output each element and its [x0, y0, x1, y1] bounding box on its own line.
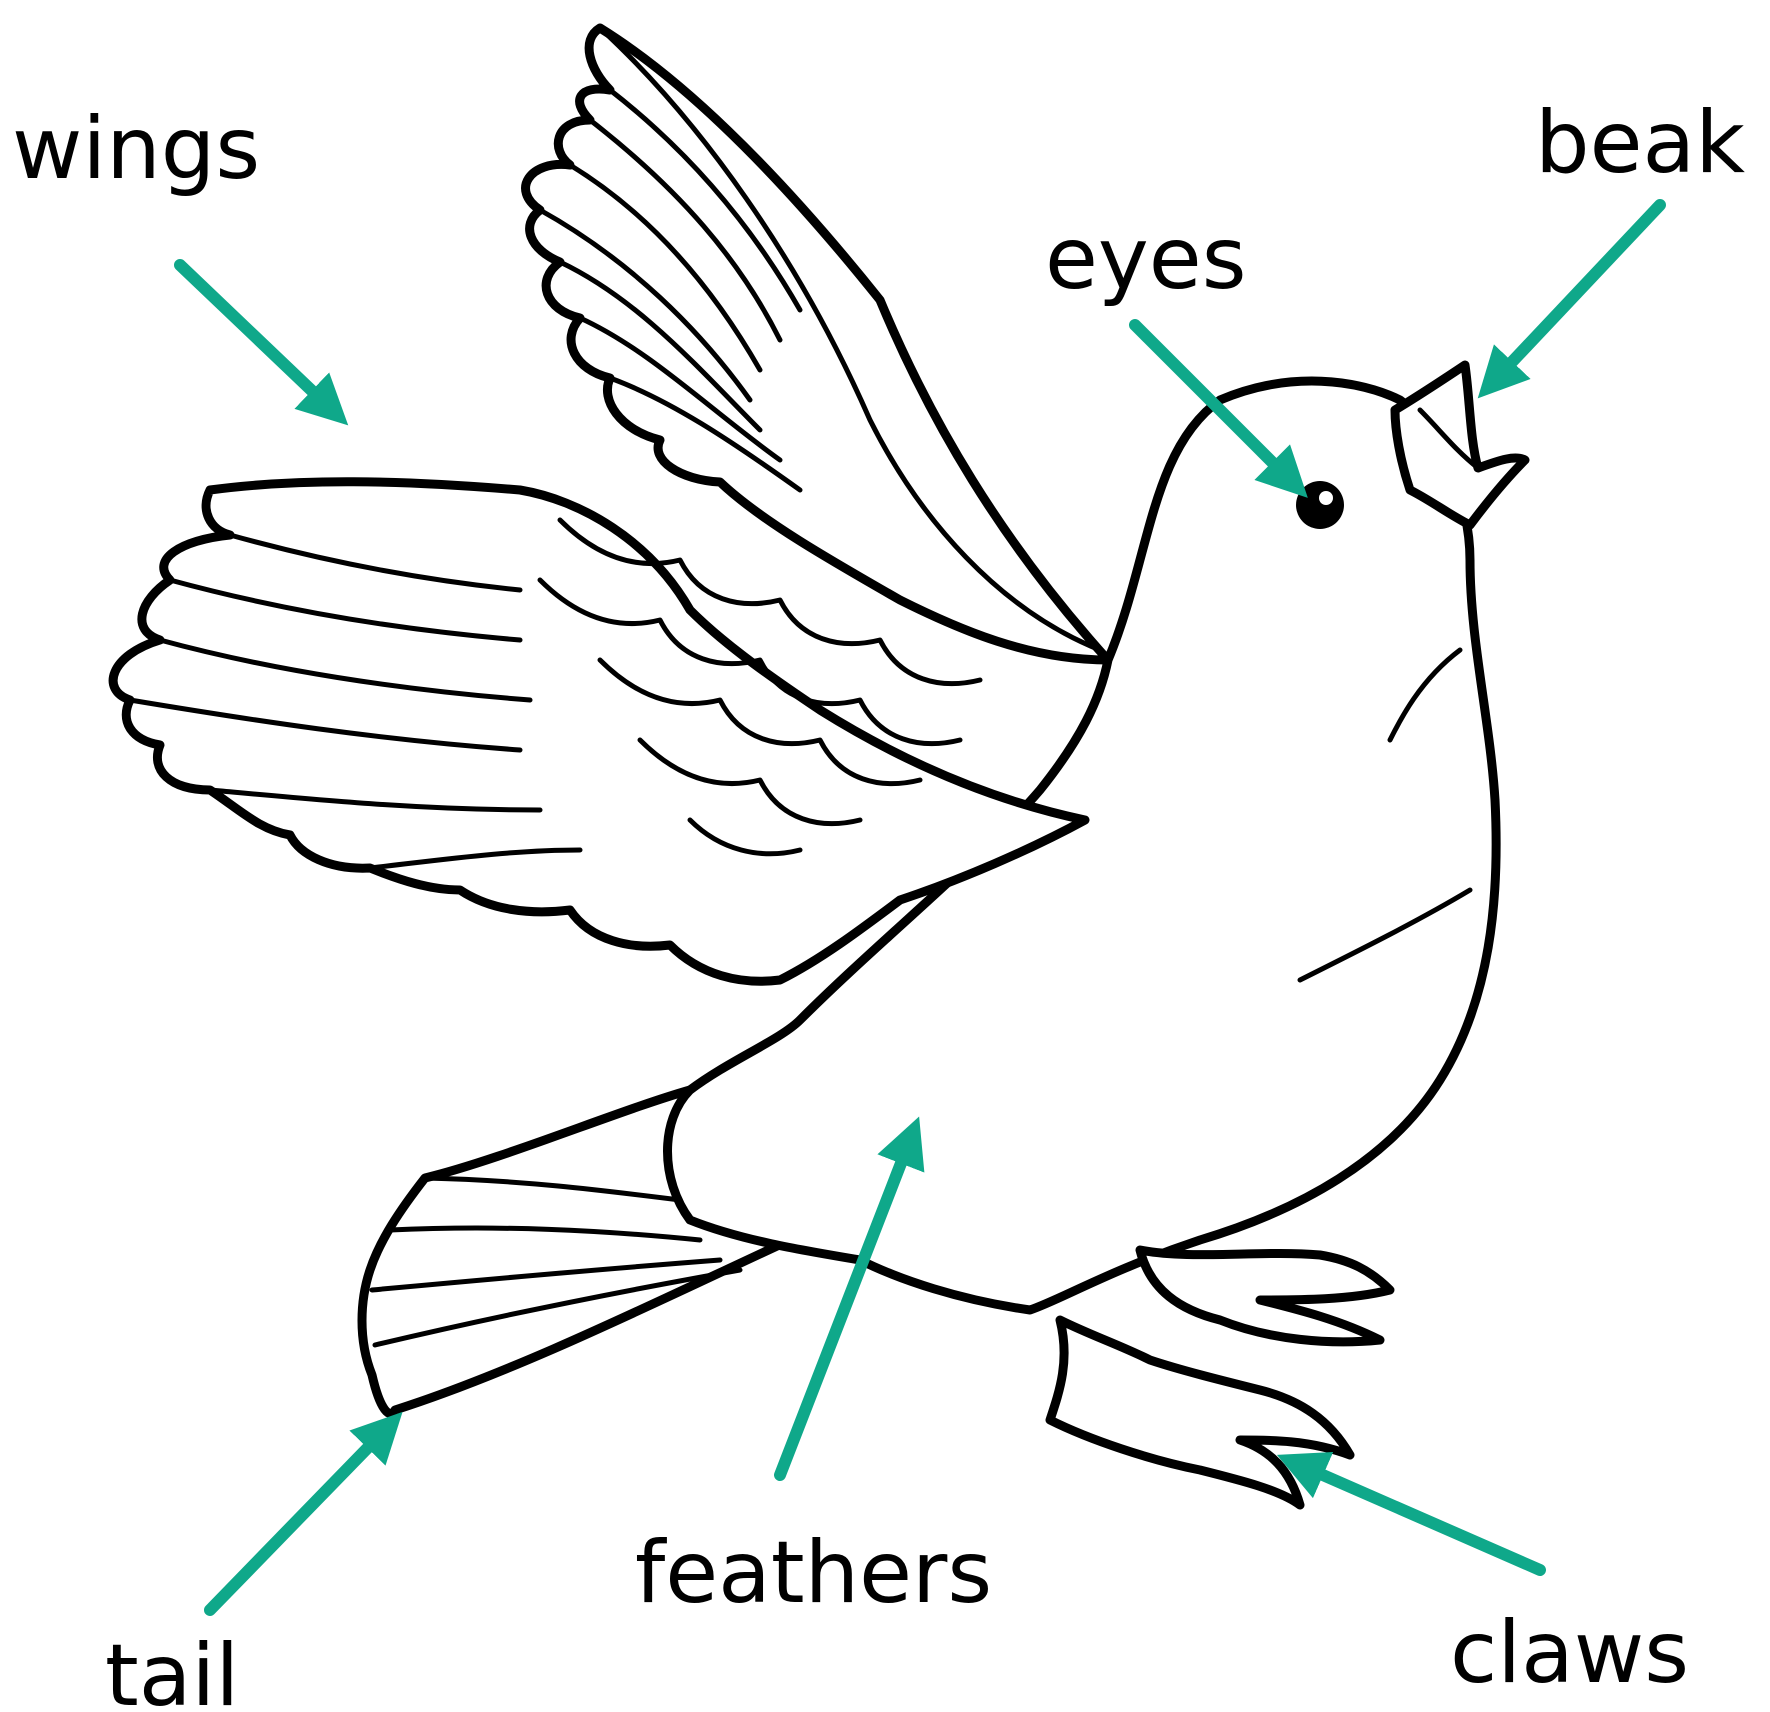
beak-arrow	[1495, 205, 1660, 380]
bird-illustration	[113, 28, 1525, 1505]
upper-foot	[1140, 1250, 1390, 1342]
label-eyes: eyes	[1045, 209, 1247, 309]
lower-foot	[1050, 1320, 1350, 1505]
label-tail: tail	[105, 1626, 239, 1712]
label-feathers: feathers	[635, 1523, 992, 1623]
bird-eye	[1296, 481, 1344, 529]
label-beak: beak	[1535, 93, 1745, 193]
tail-arrow	[210, 1430, 385, 1610]
claws-arrow	[1300, 1465, 1540, 1570]
wings-arrow	[180, 265, 330, 408]
label-wings: wings	[12, 99, 260, 199]
label-claws: claws	[1450, 1603, 1689, 1703]
